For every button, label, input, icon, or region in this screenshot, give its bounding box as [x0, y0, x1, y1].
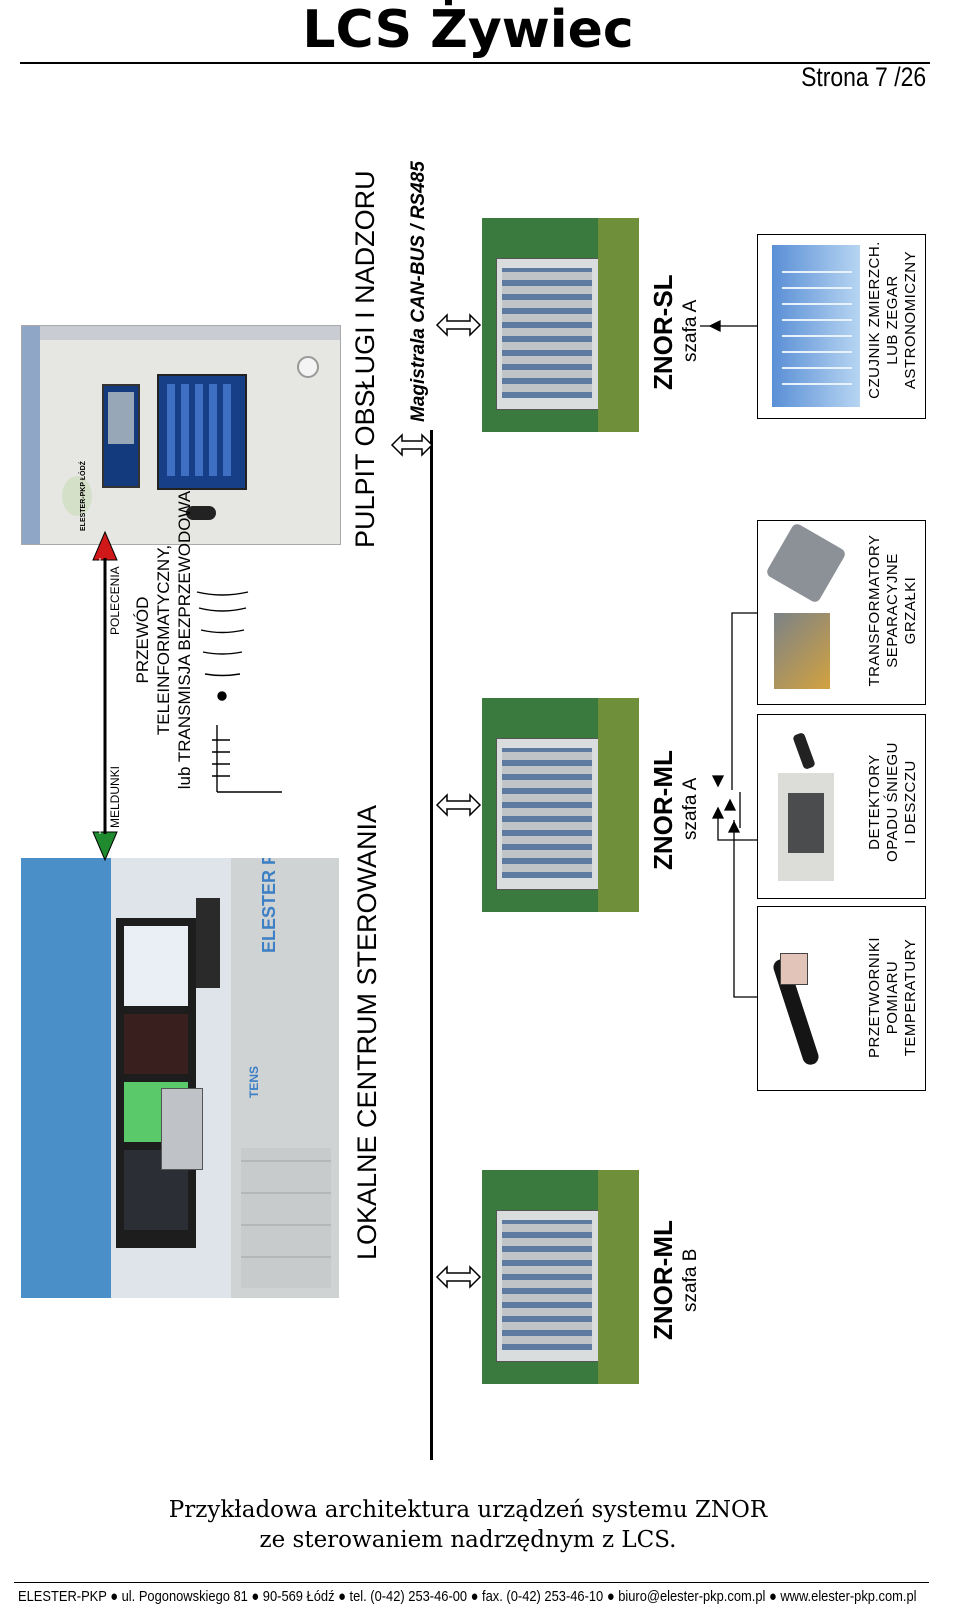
- cabinet-sub-ml-b: szafa B: [680, 1248, 701, 1312]
- keyboard: [196, 898, 220, 988]
- cabinet-name-ml-a: ZNOR-ML: [648, 750, 678, 870]
- heater-icon: [774, 613, 830, 689]
- sensor-box-dusk: CZUJNIK ZMIERZCH. LUB ZEGAR ASTRONOMICZN…: [757, 234, 926, 419]
- bus-line: [430, 430, 433, 1460]
- cabinet-name-sl: ZNOR-SL: [648, 274, 678, 390]
- architecture-diagram: ELESTER-PKP ŁÓDŹ ELESTER PKP TENS LOKALN…: [0, 100, 960, 1490]
- sensor-box-temperature: PRZETWORNIKI POMIARU TEMPERATURY: [757, 906, 926, 1091]
- page-number: Strona 7 /26: [800, 62, 926, 92]
- desk-phone: [161, 1088, 203, 1170]
- panel-led-icon: [297, 356, 319, 378]
- bus-connectors: [92, 313, 757, 1289]
- antenna-icon: [196, 591, 282, 793]
- sensor-wires: [700, 319, 757, 998]
- panel-lock-icon: [186, 506, 216, 520]
- cabinet-photo-sl: [482, 218, 639, 432]
- lcs-room-photo: ELESTER PKP TENS: [21, 858, 339, 1298]
- page-title: LCS Żywiec: [302, 0, 634, 60]
- cabinet-name-ml-b: ZNOR-ML: [648, 1220, 678, 1340]
- link-description: PRZEWÓD TELEINFORMATYCZNY, lub TRANSMISJ…: [133, 490, 194, 790]
- cabinet-sub-ml-a: szafa A: [680, 777, 701, 840]
- transformer-icon: [765, 522, 847, 604]
- cabinet-photo-ml-b: [482, 1170, 639, 1384]
- polecenia-label: POLECENIA: [108, 566, 122, 635]
- cabinet-sub-sl: szafa A: [680, 299, 701, 362]
- pulpit-photo: ELESTER-PKP ŁÓDŹ: [21, 325, 341, 545]
- snow-detector-icon: [778, 773, 834, 881]
- figure-caption: Przykładowa architektura urządzeń system…: [168, 1497, 768, 1553]
- panel-keypad: [102, 384, 140, 488]
- footer-rule: [14, 1582, 929, 1583]
- footer-contact: ELESTER-PKP ● ul. Pogonowskiego 81 ● 90-…: [18, 1588, 917, 1605]
- meldunki-label: MELDUNKI: [108, 765, 122, 828]
- meldunki-polecenia-arrow: [92, 530, 118, 862]
- header-rule: [20, 62, 930, 64]
- sensor-box-snow: DETEKTORY OPADU ŚNIEGU I DESZCZU: [757, 714, 926, 899]
- sensor-box-transformers: TRANSFORMATORY SEPARACYJNE GRZAŁKI: [757, 520, 926, 705]
- rain-probe-icon: [792, 732, 816, 770]
- cabinet-photo-ml-a: [482, 698, 639, 912]
